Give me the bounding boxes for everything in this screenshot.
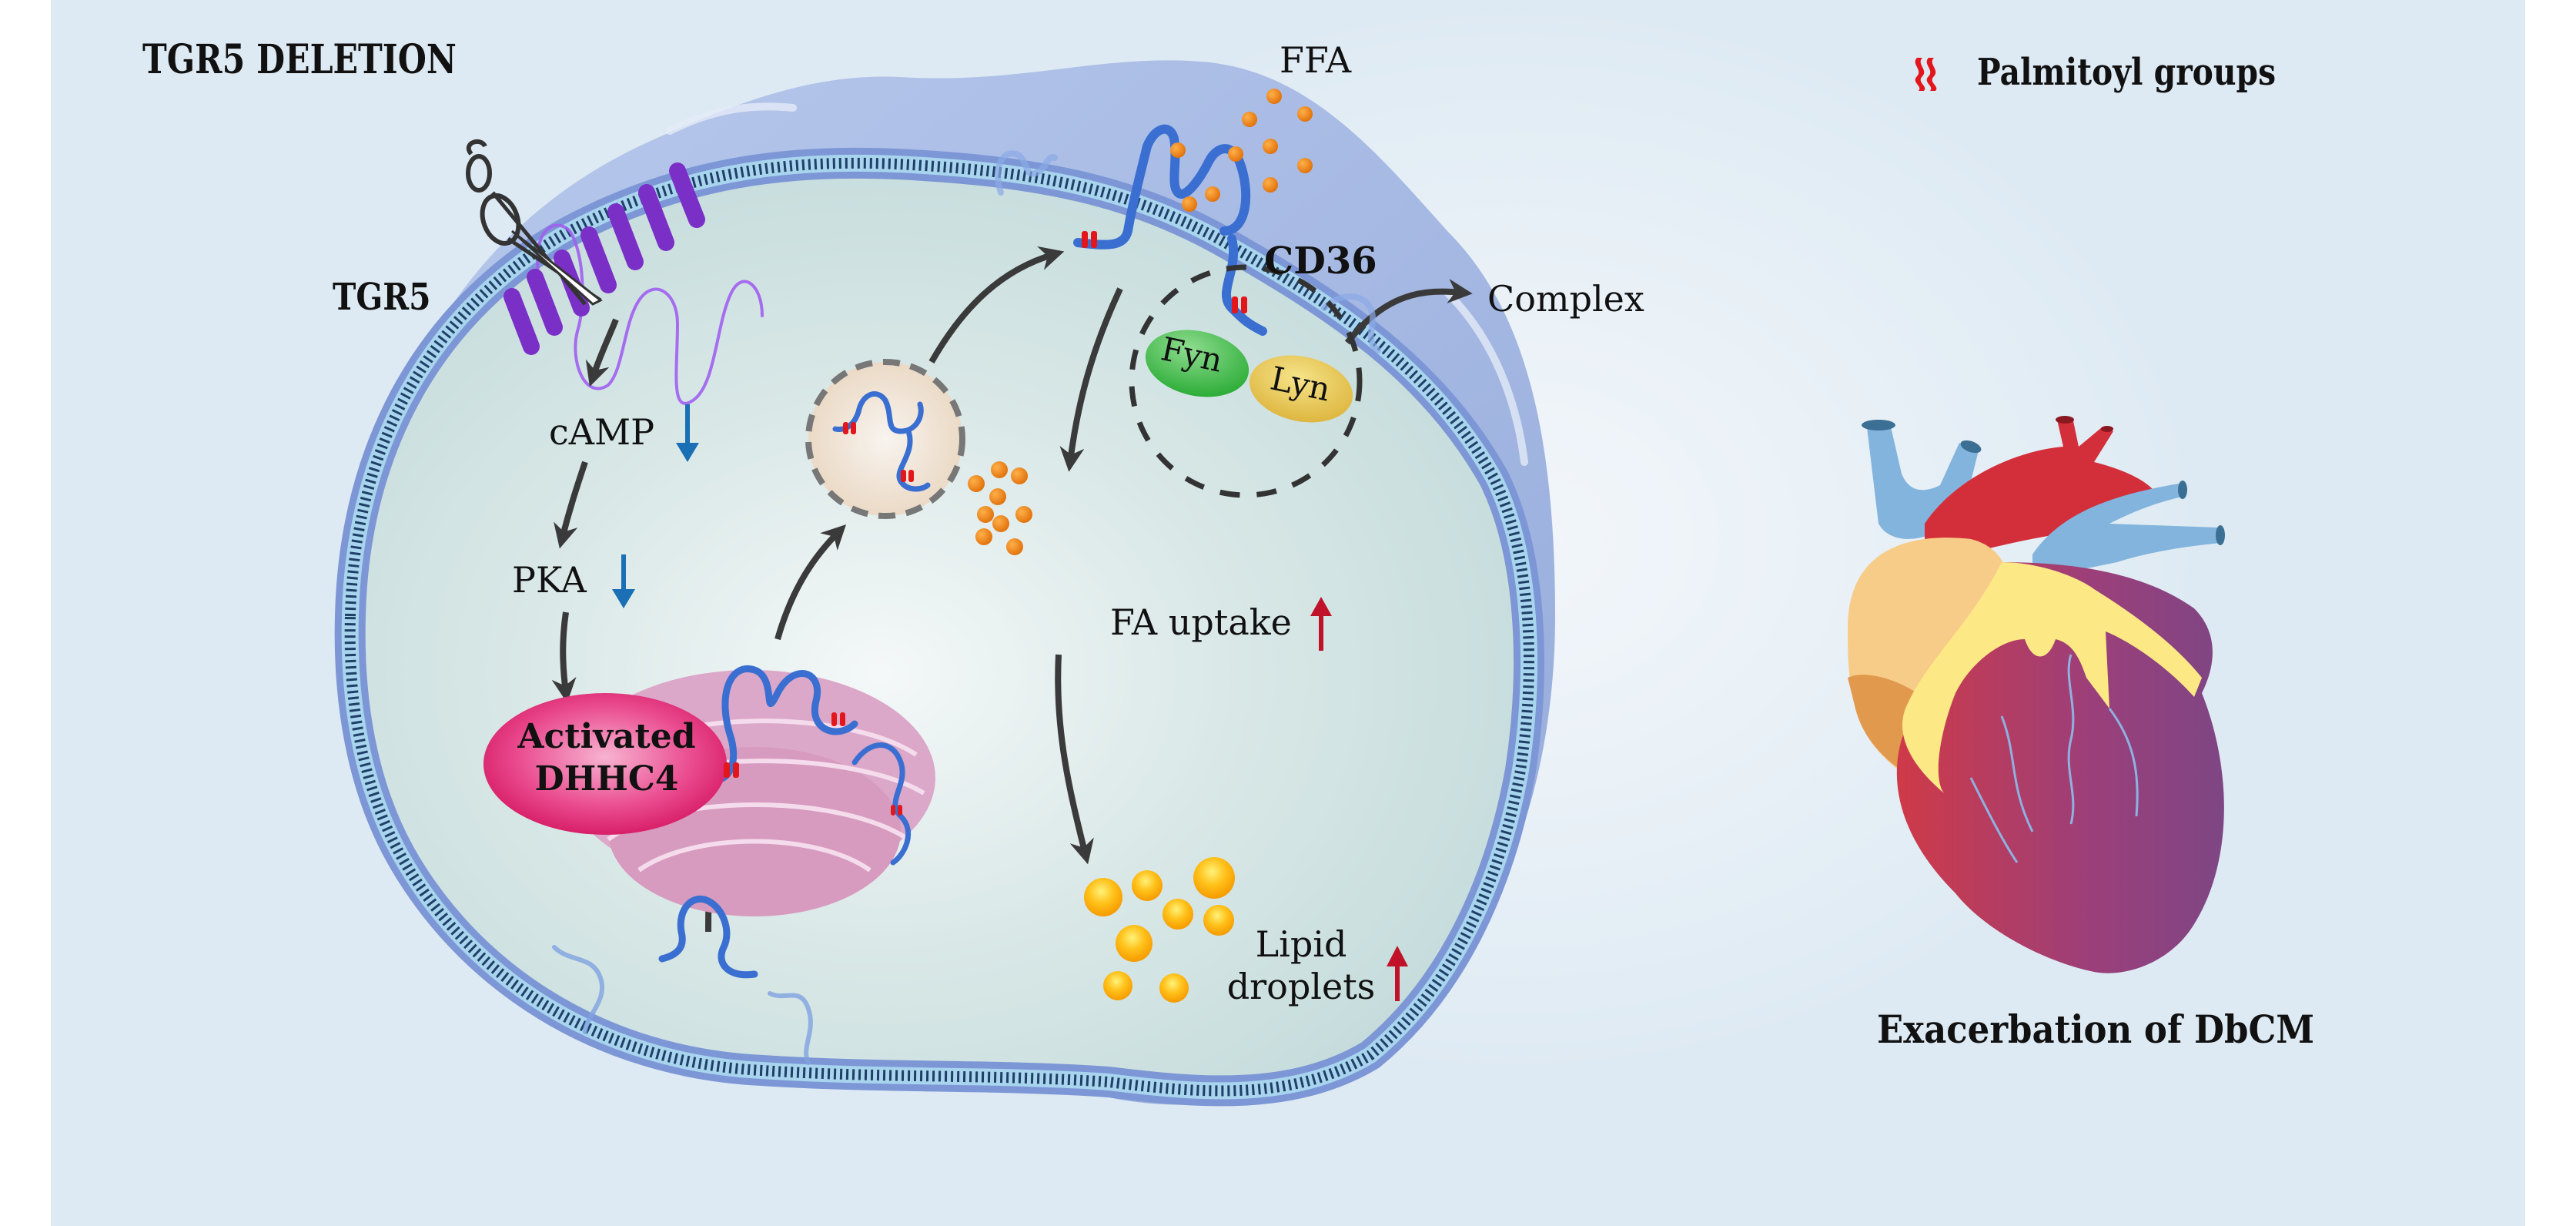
dhhc4-label-line1: Activated: [517, 717, 696, 756]
arrow-tgr5-to-camp: [585, 318, 619, 387]
legend-label: Palmitoyl groups: [1977, 51, 2277, 94]
pka-label: PKA: [512, 559, 587, 601]
cd36-label: CD36: [1264, 240, 1377, 283]
camp-label: cAMP: [549, 411, 655, 453]
fa-uptake-up-arrow-icon: [1310, 597, 1332, 651]
tgr5-label: TGR5: [333, 276, 431, 319]
dhhc4-enzyme: [483, 693, 727, 835]
arrow-membrane-to-fa: [1059, 287, 1123, 472]
transport-vesicle: [805, 359, 965, 519]
complex-label: Complex: [1487, 278, 1644, 320]
arrow-fa-to-lipid: [1055, 654, 1094, 865]
arrow-camp-to-pka: [554, 461, 588, 549]
fyn-kinase: [1145, 330, 1250, 397]
cell-highlight: [1444, 289, 1528, 466]
lipid-droplets-label-line2: droplets: [1226, 966, 1376, 1007]
lipid-droplets: [1084, 857, 1235, 1003]
camp-down-arrow-icon: [676, 404, 699, 462]
cell-highlight: [666, 102, 797, 135]
lyn-kinase: [1249, 355, 1353, 423]
lipid-droplets-label-line1: Lipid: [1255, 923, 1347, 965]
palmitoyl-group-icon: [1915, 58, 1937, 91]
arrow-to-complex: [1344, 279, 1473, 345]
lipid-droplets-up-arrow-icon: [1387, 946, 1408, 1001]
arrow-pka-to-dhhc4: [551, 611, 577, 703]
cd36-membrane-faded: [995, 150, 1381, 353]
plasma-membrane-tails: [344, 157, 1534, 1097]
heart-icon: [1848, 416, 2225, 973]
tgr5-receptor: [503, 162, 764, 405]
dhhc4-label-line2: DHHC4: [534, 759, 679, 799]
scissors-icon: [466, 139, 603, 306]
pka-down-arrow-icon: [612, 554, 635, 608]
page-title: TGR5 DELETION: [142, 36, 457, 83]
fa-uptake-label: FA uptake: [1110, 601, 1292, 643]
outcome-label: Exacerbation of DbCM: [1877, 1007, 2315, 1052]
arrow-golgi-to-vesicle: [774, 524, 847, 641]
palmitoyl-marks: [724, 231, 1247, 816]
cd36-protein-cytosol: [658, 895, 758, 979]
intracellular-fatty-acids: [968, 461, 1032, 555]
free-fatty-acids: [1170, 89, 1313, 212]
cd36-membrane: [1073, 124, 1267, 336]
cd36-complex-circle: [1129, 264, 1363, 498]
cd36-protein-golgi: [851, 742, 912, 866]
cd36-protein-cytosol-faded: [552, 945, 813, 1065]
ffa-label: FFA: [1280, 39, 1352, 81]
arrow-vesicle-to-membrane: [928, 246, 1065, 363]
